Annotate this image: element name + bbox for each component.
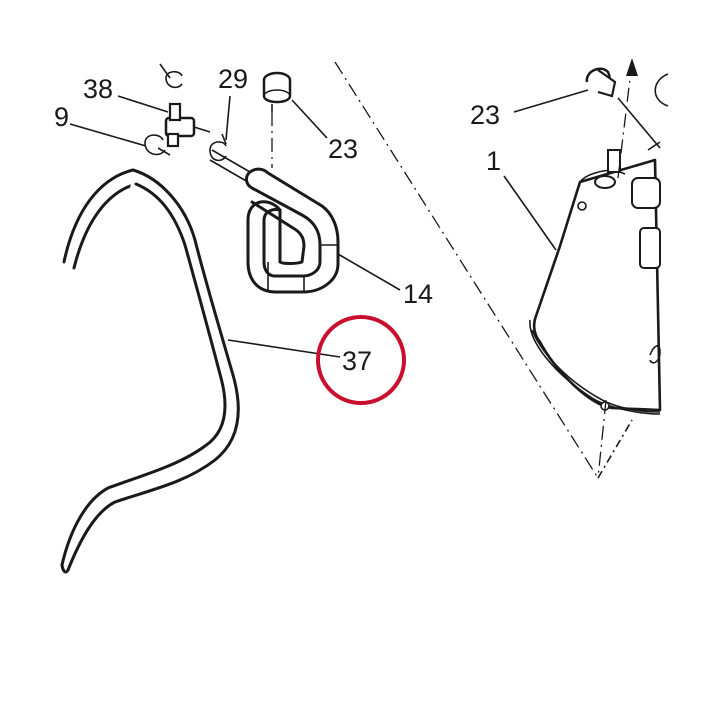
callout-9[interactable]: 9 [54, 102, 69, 132]
leader-line-37 [227, 339, 341, 358]
clip-icon [159, 63, 183, 89]
callout-37[interactable]: 37 [342, 346, 372, 376]
leader-line-1 [503, 175, 557, 251]
partial-callout-circle [654, 73, 669, 107]
clip-icon [144, 134, 171, 156]
leader-line-29 [225, 95, 231, 141]
leader-line-9 [69, 123, 147, 147]
callout-1[interactable]: 1 [486, 146, 501, 176]
leader-line-14 [337, 253, 401, 291]
arrow-up-icon [626, 58, 638, 76]
callout-38[interactable]: 38 [83, 74, 113, 104]
callout-23-center[interactable]: 23 [328, 134, 358, 164]
hose-37[interactable] [60, 168, 240, 574]
tee-connector-38[interactable] [164, 102, 211, 148]
highlight-circle [316, 315, 406, 405]
callout-14[interactable]: 14 [403, 279, 433, 309]
leader-line-23b [513, 89, 589, 113]
callout-29[interactable]: 29 [218, 64, 248, 94]
leader-line-38 [117, 95, 169, 113]
hose-clamp-23-right[interactable] [585, 67, 661, 149]
leader-line-23a [291, 99, 328, 139]
callout-23-right[interactable]: 23 [470, 100, 500, 130]
hose-clamp-23[interactable] [262, 71, 292, 112]
canister-1[interactable] [529, 141, 662, 415]
molded-hose-14[interactable] [245, 167, 340, 294]
